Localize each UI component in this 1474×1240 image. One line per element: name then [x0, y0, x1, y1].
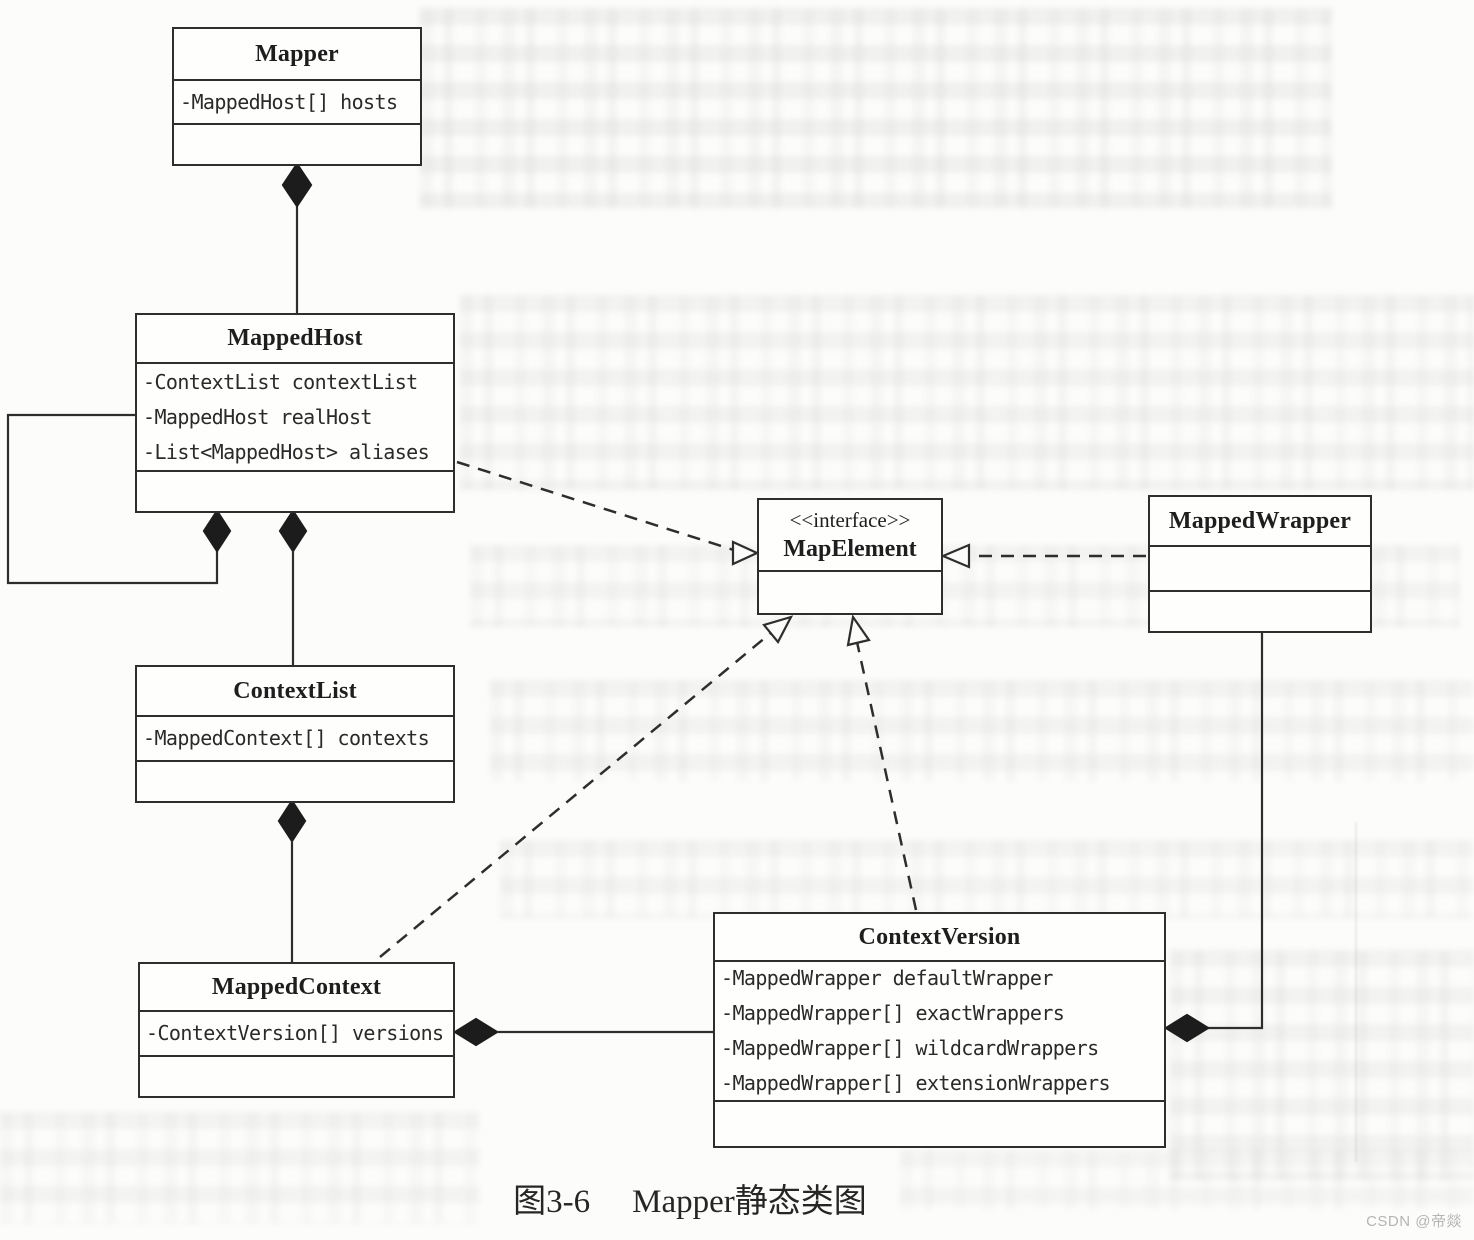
page-fold-line	[1355, 822, 1357, 1162]
class-box-mappedwrapper: MappedWrapper	[1148, 495, 1372, 633]
class-box-contextversion: ContextVersion -MappedWrapper defaultWra…	[713, 912, 1166, 1148]
class-title: MappedHost	[137, 315, 453, 364]
class-box-mapelement: <<interface>> MapElement	[757, 498, 943, 615]
class-attribute: -MappedWrapper defaultWrapper	[721, 966, 1053, 990]
composition-diamond	[278, 508, 308, 554]
figure-title: Mapper静态类图	[632, 1184, 867, 1220]
realization-contextversion-mapelement	[846, 614, 918, 911]
composition-mappedhost-contextlist	[278, 508, 308, 665]
class-attribute: -ContextVersion[] versions	[146, 1021, 444, 1045]
class-attribute: -MappedWrapper[] wildcardWrappers	[721, 1036, 1099, 1060]
class-methods-compartment	[174, 125, 420, 164]
composition-diamond	[1163, 1013, 1211, 1043]
class-title: MappedContext	[140, 964, 453, 1012]
composition-mappedhost-self-loop	[6, 413, 232, 585]
interface-header: <<interface>> MapElement	[759, 500, 941, 572]
class-attribute: -MappedWrapper[] extensionWrappers	[721, 1071, 1111, 1095]
class-box-mapper: Mapper -MappedHost[] hosts	[172, 27, 422, 166]
composition-mappedcontext-contextversion	[452, 1017, 713, 1047]
class-attribute: -List<MappedHost> aliases	[143, 439, 430, 464]
class-title: ContextVersion	[715, 914, 1164, 962]
composition-contextlist-mappedcontext	[277, 798, 307, 962]
class-methods-compartment	[715, 1102, 1164, 1146]
realization-arrowhead	[762, 615, 794, 644]
class-attribute: -ContextList contextList	[143, 369, 418, 394]
csdn-watermark: CSDN @帝燚	[1366, 1213, 1462, 1230]
class-methods-compartment	[137, 762, 453, 801]
class-title: ContextList	[137, 667, 453, 717]
composition-diamond	[277, 798, 307, 844]
class-box-mappedhost: MappedHost -ContextList contextList -Map…	[135, 313, 455, 513]
class-attribute: -MappedHost[] hosts	[180, 89, 398, 114]
composition-diamond	[452, 1017, 500, 1047]
composition-diamond	[281, 162, 313, 208]
class-box-mappedcontext: MappedContext -ContextVersion[] versions	[138, 962, 455, 1098]
class-methods-compartment	[140, 1057, 453, 1096]
class-attributes-compartment: -ContextList contextList -MappedHost rea…	[137, 364, 453, 472]
interface-stereotype: <<interface>>	[789, 507, 911, 532]
figure-caption: 图3-6 Mapper静态类图	[400, 1174, 980, 1222]
class-attributes-compartment: -MappedWrapper defaultWrapper -MappedWra…	[715, 962, 1164, 1102]
class-attributes-compartment: -MappedContext[] contexts	[137, 717, 453, 762]
class-title: Mapper	[174, 29, 420, 81]
class-attribute: -MappedContext[] contexts	[143, 726, 430, 750]
realization-arrowhead	[731, 540, 760, 566]
class-attribute: -MappedWrapper[] exactWrappers	[721, 1001, 1065, 1025]
class-methods-compartment	[759, 572, 941, 613]
class-title: MapElement	[783, 535, 917, 562]
realization-mappedcontext-mapelement	[379, 615, 794, 958]
realization-mappedwrapper-mapelement	[940, 543, 1146, 569]
class-box-contextlist: ContextList -MappedContext[] contexts	[135, 665, 455, 803]
class-attributes-compartment: -ContextVersion[] versions	[140, 1012, 453, 1057]
composition-contextversion-mappedwrapper	[1163, 633, 1264, 1043]
realization-mappedhost-mapelement	[456, 460, 760, 566]
realization-arrowhead	[940, 543, 971, 569]
class-methods-compartment	[1150, 592, 1370, 631]
class-methods-compartment	[137, 472, 453, 511]
figure-number: 图3-6	[513, 1184, 591, 1220]
class-attribute: -MappedHost realHost	[143, 404, 372, 429]
class-attributes-compartment	[1150, 547, 1370, 592]
composition-mapper-mappedhost	[281, 162, 313, 313]
class-attributes-compartment: -MappedHost[] hosts	[174, 81, 420, 125]
class-title: MappedWrapper	[1150, 497, 1370, 547]
realization-arrowhead	[846, 614, 871, 647]
composition-diamond	[202, 508, 232, 554]
